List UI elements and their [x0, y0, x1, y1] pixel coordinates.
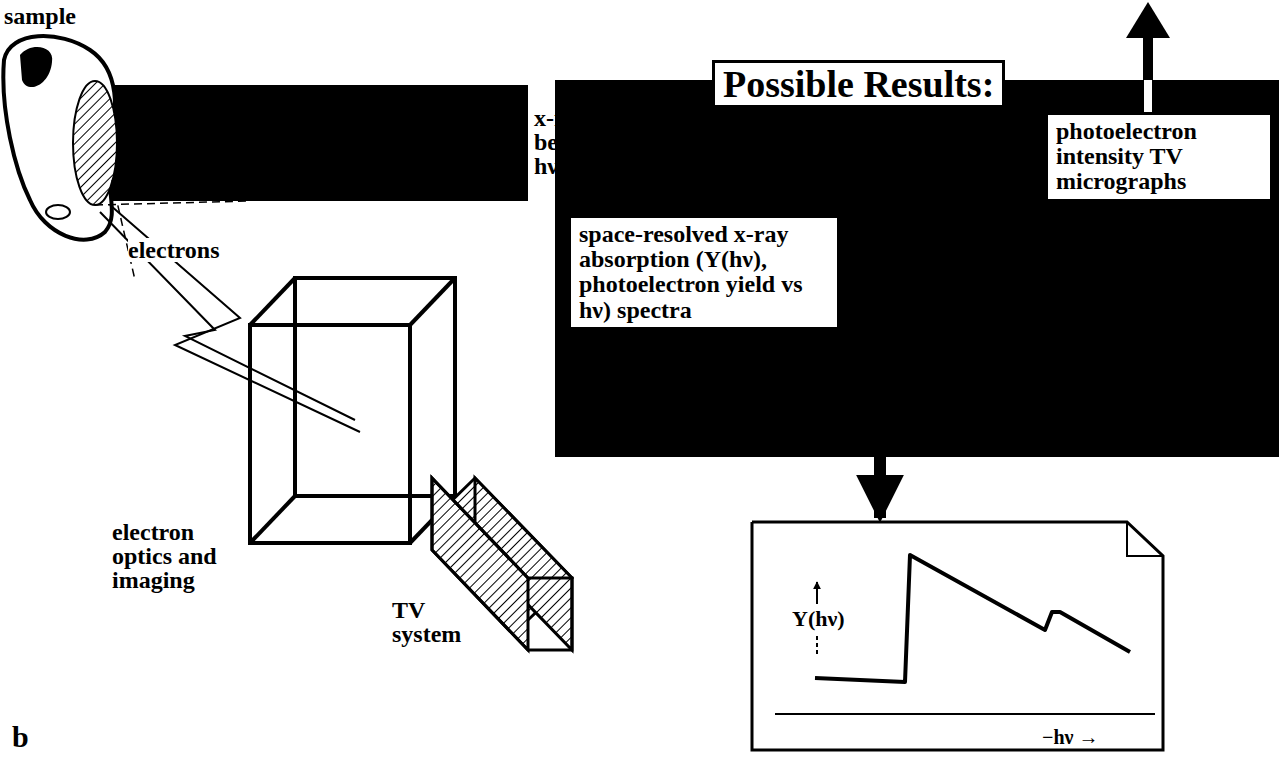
electron-path [100, 212, 355, 420]
result-box: space-resolved x-ray absorption (Y(hν), … [568, 215, 840, 330]
panel-letter: b [12, 722, 42, 752]
sheet-border [752, 522, 1163, 750]
graph-baseline [775, 713, 1155, 715]
arrow-head [1126, 2, 1170, 38]
axis-label: Y(hν) [792, 608, 845, 630]
flow-arrow [810, 330, 880, 518]
sample-label: sample [4, 4, 124, 28]
tv-label: TV system [392, 598, 482, 646]
beam-label: x-ray beam, hν [534, 106, 614, 178]
electrons-label: electrons [128, 238, 248, 262]
x-ray-beam [92, 85, 528, 201]
sample-feature [20, 47, 52, 87]
irradiated-area [73, 81, 117, 205]
beam-edge [112, 180, 135, 280]
spectrum-curve [815, 555, 1130, 682]
arrow-stem [1144, 80, 1152, 112]
axis-arrow [816, 582, 818, 604]
result-box: photoelectron intensity TV micrographs [1045, 112, 1273, 202]
sheet-fold [1127, 522, 1163, 556]
result-text: photoelectron intensity TV micrographs [1056, 119, 1262, 195]
results-panel: Possible Results:photoelectron intensity… [555, 80, 1279, 457]
sample-feature [46, 205, 70, 219]
electron-optics-cube [250, 278, 455, 543]
axis-label: −hν → [1042, 727, 1098, 747]
spectrum-sheet: Y(hν) −hν → [750, 520, 1165, 752]
panel-heading: Possible Results: [712, 60, 1005, 108]
beam-edge [95, 201, 250, 205]
electron-path [110, 205, 360, 432]
arrow-stem [1143, 34, 1153, 80]
sheet-outline [750, 520, 1165, 752]
optics-label: electron optics and imaging [112, 520, 242, 592]
axis-line [816, 636, 818, 654]
result-text: space-resolved x-ray absorption (Y(hν), … [579, 222, 829, 323]
results-panel-ground [555, 80, 1279, 457]
